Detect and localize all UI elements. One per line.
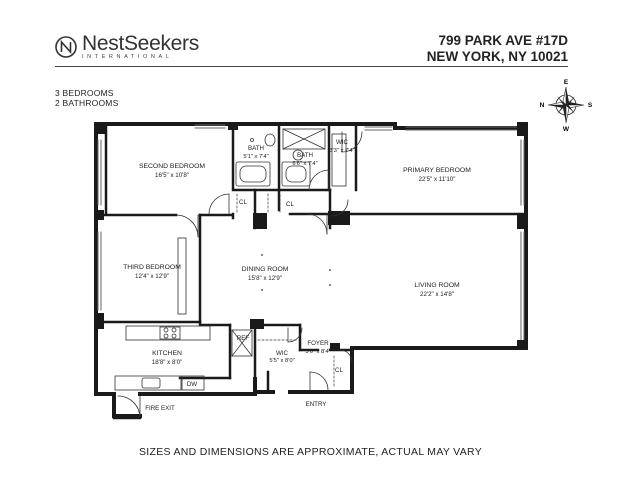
room-dims-wic-primary: 3'3" x 7'4": [329, 148, 354, 154]
bathroom-count: 2 BATHROOMS: [55, 98, 119, 108]
bedroom-count: 3 BEDROOMS: [55, 88, 114, 98]
room-dims-foyer: 3'6" x 8'4": [305, 349, 330, 355]
structural-columns: [94, 122, 528, 351]
room-dims-third-bedroom: 12'4" x 12'9": [135, 273, 169, 280]
room-name-third-bedroom: THIRD BEDROOM: [123, 264, 181, 271]
room-dims-bath-1: 5'1" x 7'4": [243, 154, 268, 160]
windows: [97, 124, 525, 341]
room-name-dining-room: DINING ROOM: [242, 266, 289, 273]
property-address: 799 PARK AVE #17D NEW YORK, NY 10021: [427, 33, 568, 65]
closet-label-1: CL: [239, 199, 247, 206]
room-name-primary-bedroom: PRIMARY BEDROOM: [403, 167, 471, 174]
door-swings: [117, 131, 363, 419]
property-specs: 3 BEDROOMS 2 BATHROOMS: [55, 88, 118, 108]
room-name-foyer: FOYER: [307, 340, 329, 347]
header-divider: [55, 66, 568, 67]
brand-name: NestSeekers: [82, 32, 199, 55]
fire-exit-label: FIRE EXIT: [145, 405, 175, 412]
room-dims-wic-hall: 5'5" x 8'0": [269, 358, 294, 364]
disclaimer: SIZES AND DIMENSIONS ARE APPROXIMATE, AC…: [138, 446, 483, 458]
compass-south-label: S: [588, 102, 592, 109]
room-name-wic-primary: WIC: [336, 139, 349, 146]
address-line-2: NEW YORK, NY 10021: [426, 49, 568, 64]
refrigerator-label: REF: [237, 335, 250, 342]
room-name-bath-1: BATH: [248, 145, 264, 152]
room-name-second-bedroom: SECOND BEDROOM: [139, 163, 205, 170]
closet-shelves: [236, 193, 335, 389]
room-dims-bath-2: 6'6" x 7'4": [292, 161, 317, 167]
room-name-wic-hall: WIC: [276, 350, 289, 357]
room-name-kitchen: KITCHEN: [152, 350, 182, 357]
closet-label-3: CL: [335, 367, 343, 374]
fire-exit-landing: [112, 392, 142, 420]
compass-west-label: W: [563, 126, 570, 132]
compass-rose-icon: E W N S: [540, 79, 592, 132]
brand-tagline: INTERNATIONAL: [82, 54, 173, 60]
nest-seekers-logo-icon: [55, 35, 77, 58]
address-line-1: 799 PARK AVE #17D: [438, 33, 568, 48]
compass-north-label: N: [540, 102, 545, 109]
entry-label: ENTRY: [306, 401, 327, 408]
room-name-living-room: LIVING ROOM: [414, 282, 460, 289]
closet-label-2: CL: [286, 201, 294, 208]
room-name-bath-2: BATH: [297, 152, 313, 159]
kitchen-fixtures: [114, 325, 253, 391]
room-dims-kitchen: 18'8" x 8'0": [152, 359, 183, 366]
dishwasher-label: DW: [187, 381, 197, 388]
bath-fixtures: [177, 128, 347, 315]
room-dims-dining-room: 15'8" x 12'9": [248, 275, 282, 282]
room-dims-living-room: 22'2" x 14'8": [420, 291, 454, 298]
room-dims-primary-bedroom: 22'5" x 11'10": [419, 176, 456, 183]
compass-east-label: E: [564, 79, 569, 86]
room-dims-second-bedroom: 16'5" x 10'8": [155, 172, 189, 179]
brand-logo: NestSeekers INTERNATIONAL: [55, 33, 199, 61]
